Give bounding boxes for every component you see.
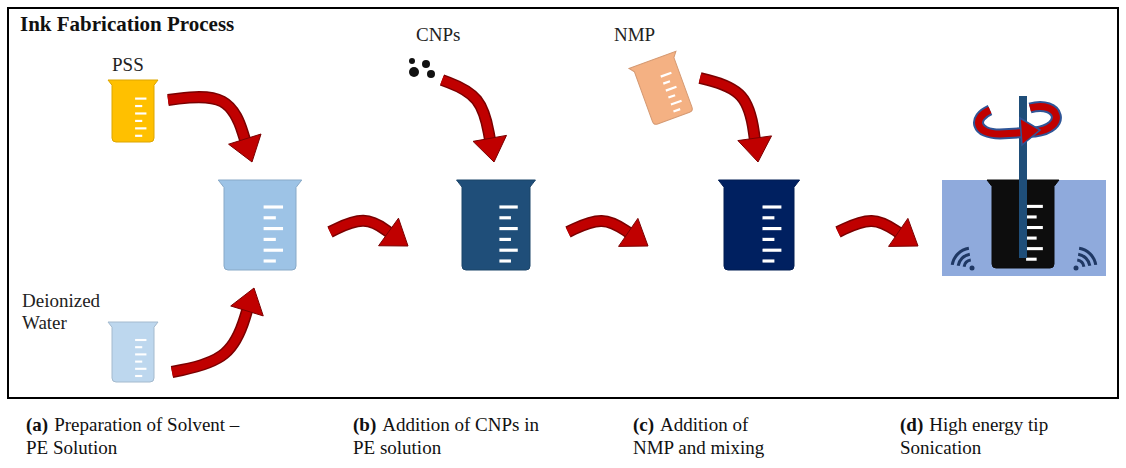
nmp-mix-beaker bbox=[718, 180, 799, 270]
step-caption: (a)Preparation of Solvent – PE Solution bbox=[26, 414, 248, 460]
node-label: PSS bbox=[112, 54, 232, 76]
process-arrow bbox=[172, 288, 263, 372]
step-letter: (b) bbox=[353, 414, 376, 435]
node-label: Deionized Water bbox=[22, 290, 117, 334]
rotation-arrow bbox=[979, 107, 1057, 145]
process-arrow bbox=[330, 218, 408, 246]
process-arrow bbox=[168, 97, 261, 162]
nmp-beaker bbox=[629, 51, 697, 126]
pss-beaker bbox=[108, 80, 158, 142]
node-label: NMP bbox=[614, 24, 714, 46]
process-arrow bbox=[568, 218, 648, 246]
solution-beaker bbox=[218, 180, 302, 270]
step-letter: (d) bbox=[900, 414, 923, 435]
step-letter: (c) bbox=[633, 414, 654, 435]
nanoparticles bbox=[409, 58, 435, 78]
process-arrow bbox=[442, 80, 507, 162]
cnp-beaker bbox=[457, 180, 536, 270]
step-caption: (b)Addition of CNPs in PE solution bbox=[353, 414, 543, 460]
node-label: CNPs bbox=[416, 24, 516, 46]
step-caption: (d)High energy tip Sonication bbox=[900, 414, 1078, 460]
frame bbox=[8, 8, 1118, 398]
node-text: Deionized Water bbox=[22, 290, 117, 334]
process-arrow bbox=[700, 78, 772, 162]
step-text: Addition of CNPs in PE solution bbox=[353, 414, 539, 458]
node-text: NMP bbox=[614, 24, 714, 46]
water-beaker bbox=[108, 322, 158, 382]
step-letter: (a) bbox=[26, 414, 48, 435]
node-text: CNPs bbox=[416, 24, 516, 46]
process-arrow bbox=[838, 218, 918, 246]
title: Ink Fabrication Process bbox=[20, 12, 234, 37]
step-text: Preparation of Solvent – PE Solution bbox=[26, 414, 239, 458]
step-caption: (c)Addition of NMP and mixing bbox=[633, 414, 791, 460]
ultrasonic-waves bbox=[951, 247, 1097, 271]
node-text: PSS bbox=[112, 54, 232, 76]
